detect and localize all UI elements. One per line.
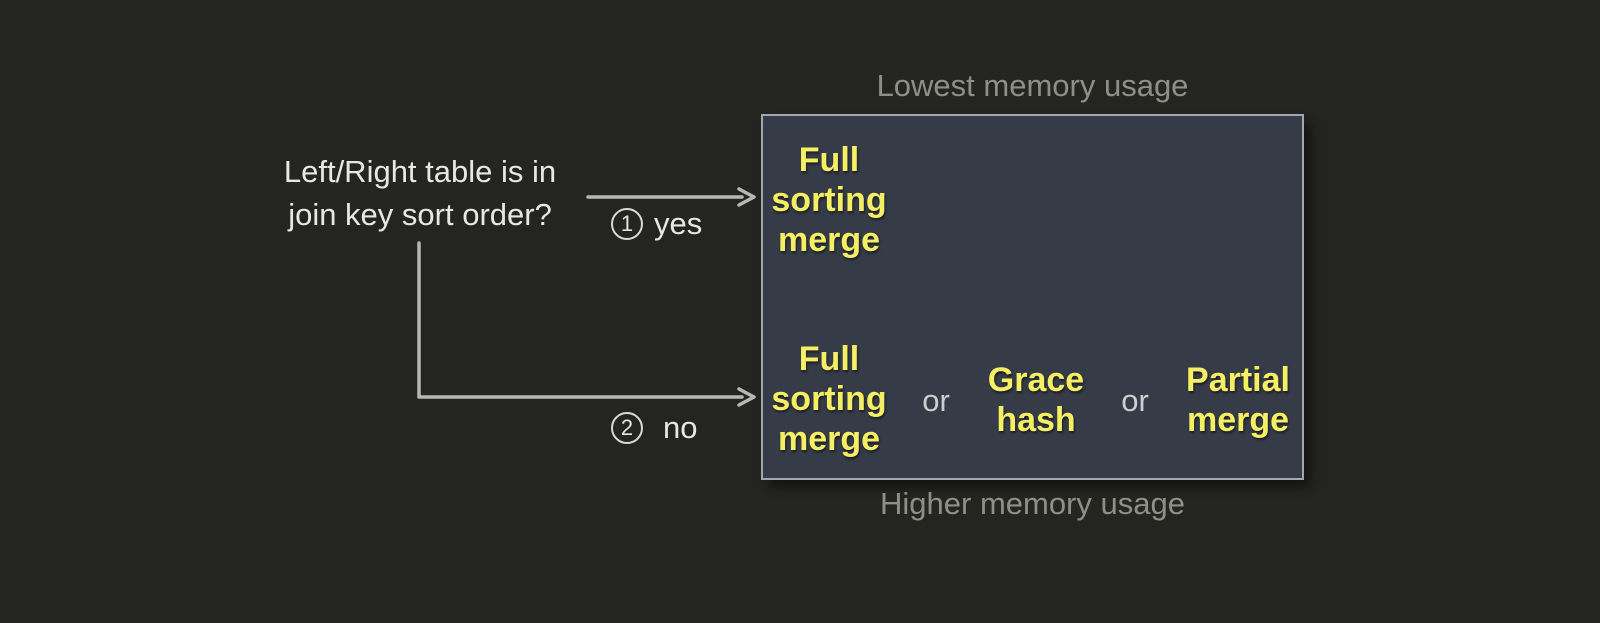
yes-arrowhead-icon [737,187,756,207]
or-separator: or [922,383,950,418]
branch-label-yes: 1 yes [611,206,702,242]
branch-yes-text: yes [654,206,703,241]
lowest-memory-label: Lowest memory usage [876,68,1189,103]
circled-number-2-icon: 2 [611,412,643,444]
or-separator: or [1121,383,1149,418]
circled-number-1-icon: 1 [611,208,643,240]
higher-memory-label: Higher memory usage [880,486,1185,521]
branch-no-text: no [663,410,698,445]
branch-label-no: 2 no [611,410,697,446]
no-elbow-line [417,241,744,399]
no-arrowhead-icon [737,387,756,407]
